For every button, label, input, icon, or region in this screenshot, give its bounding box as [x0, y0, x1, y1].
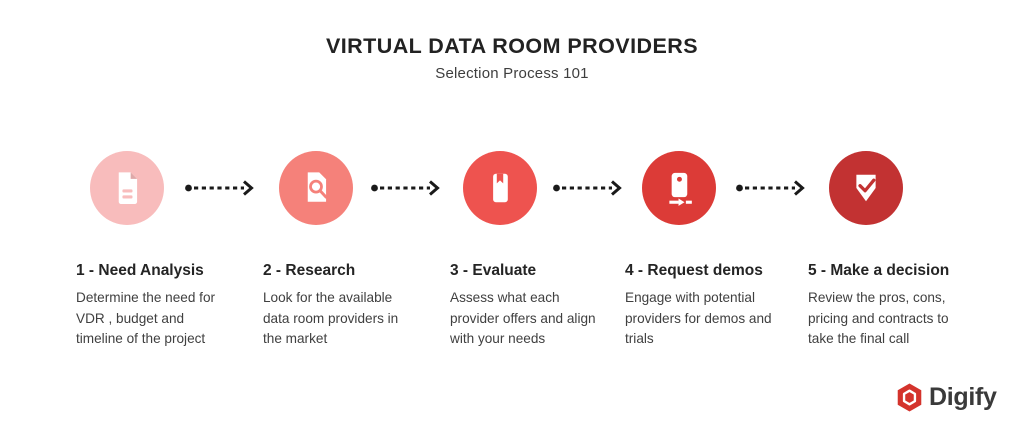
arrow-connector-3: [552, 180, 626, 196]
step-description: Look for the available data room provide…: [263, 290, 399, 346]
step-title: 3 - Evaluate: [450, 262, 537, 279]
step-title: 5 - Make a decision: [808, 262, 950, 279]
step-4-circle: [642, 151, 716, 225]
arrow-connector-1: [184, 180, 258, 196]
document-search-icon: [294, 166, 338, 210]
arrow-connector-2: [370, 180, 444, 196]
book-bookmark-icon: [478, 166, 522, 210]
step-description: Engage with potential providers for demo…: [625, 290, 772, 346]
page-subtitle: Selection Process 101: [435, 65, 589, 82]
step-3-circle: [463, 151, 537, 225]
shield-check-icon: [844, 166, 888, 210]
digify-logo: Digify: [895, 382, 997, 413]
digify-hexagon-icon: [895, 382, 924, 413]
step-description: Assess what each provider offers and ali…: [450, 290, 596, 346]
step-title: 1 - Need Analysis: [76, 262, 204, 279]
device-demo-icon: [657, 166, 701, 210]
step-1-circle: [90, 151, 164, 225]
step-title: 4 - Request demos: [625, 262, 763, 279]
arrow-connector-4: [735, 180, 809, 196]
page-title: VIRTUAL DATA ROOM PROVIDERS: [325, 34, 699, 58]
step-title: 2 - Research: [263, 262, 356, 279]
step-3-text: 3 - Evaluate Assess what each provider o…: [450, 262, 605, 350]
step-1-text: 1 - Need Analysis Determine the need for…: [76, 262, 231, 350]
digify-logo-text: Digify: [929, 383, 997, 411]
step-description: Review the pros, cons, pricing and contr…: [808, 290, 949, 346]
step-description: Determine the need for VDR , budget and …: [76, 290, 216, 346]
step-4-text: 4 - Request demos Engage with potential …: [625, 262, 780, 350]
step-5-circle: [829, 151, 903, 225]
step-5-text: 5 - Make a decision Review the pros, con…: [808, 262, 963, 350]
document-icon: [105, 166, 149, 210]
step-2-circle: [279, 151, 353, 225]
step-2-text: 2 - Research Look for the available data…: [263, 262, 418, 350]
